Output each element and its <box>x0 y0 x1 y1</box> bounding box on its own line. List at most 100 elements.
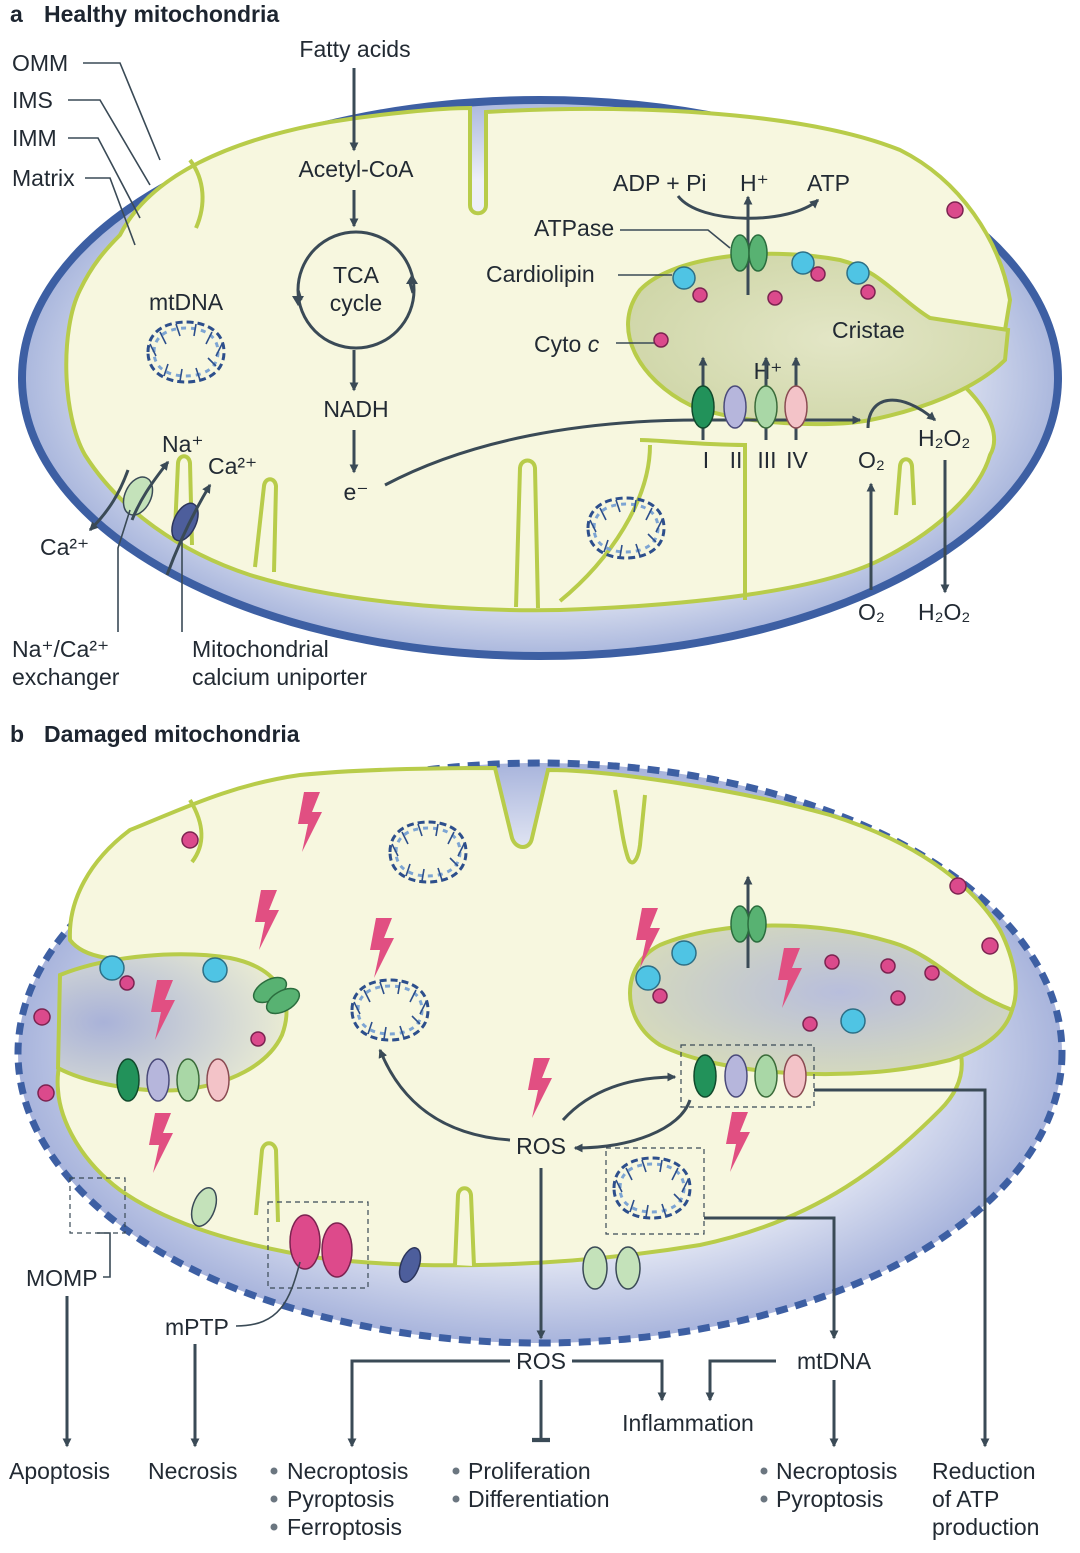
atpase-subunit <box>730 905 750 943</box>
omm-leader <box>83 62 161 161</box>
complex-1-label: I <box>703 447 709 473</box>
atpase-subunit <box>730 234 750 272</box>
imm-fold <box>613 789 647 865</box>
matrix-leader <box>85 177 136 246</box>
inhibited-outcome-list: Proliferation Differentiation <box>452 1458 610 1512</box>
complexes-to-atp-reduction-arrow <box>814 1088 990 1448</box>
mptp-pore <box>289 1214 321 1270</box>
ros-outcome-item: Ferroptosis <box>287 1514 402 1540</box>
complex-1 <box>691 385 715 429</box>
inhibited-outcome-item: Proliferation <box>468 1458 591 1484</box>
complex-3-label: III <box>757 447 776 473</box>
ims-label: IMS <box>12 87 53 113</box>
complex-1 <box>116 1058 140 1102</box>
na-influx-arrow <box>130 460 170 521</box>
atpase-subunit <box>747 905 767 943</box>
bullet <box>760 1495 768 1503</box>
atpase-label: ATPase <box>534 215 614 241</box>
bullet <box>452 1467 460 1475</box>
panel-a-title: Healthy mitochondria <box>44 1 279 27</box>
tca-label-line1: TCA <box>333 262 380 288</box>
crista-a <box>626 251 1011 427</box>
tca-arrowhead <box>406 274 418 284</box>
omm-label: OMM <box>12 50 68 76</box>
complex-1 <box>693 1054 717 1098</box>
cardiolipin-particle <box>791 251 815 275</box>
complex-3 <box>176 1058 200 1102</box>
cardiolipin-particle <box>840 1008 866 1034</box>
na-ca-exchanger <box>190 1187 218 1227</box>
ims-leader <box>68 99 151 186</box>
outcome-atp-line1: Reduction <box>932 1458 1036 1484</box>
calcium-uniporter <box>398 1247 422 1283</box>
complex-4 <box>783 1054 807 1098</box>
cyto-c-particle <box>250 1031 266 1047</box>
mptp-highlight-box <box>267 1201 369 1289</box>
ca-efflux-arrow <box>88 469 130 532</box>
complex-3 <box>754 1054 778 1098</box>
imm-label: IMM <box>12 125 57 151</box>
imm-fold <box>514 458 540 609</box>
complex-4 <box>784 385 808 429</box>
adp-pi-label: ADP + Pi <box>613 170 707 196</box>
cyto-c-particle <box>824 954 840 970</box>
mtdna-to-inflammation-arrow <box>705 1359 776 1402</box>
cyto-c-particle <box>692 287 708 303</box>
o2-out-label: O₂ <box>858 599 885 625</box>
exchanger-label-line2: exchanger <box>12 664 120 690</box>
calcium-uniporter <box>171 502 199 542</box>
cyto-c-particle <box>652 988 668 1004</box>
cyto-c-particle <box>119 975 135 991</box>
ros-lower-label: ROS <box>516 1348 566 1374</box>
inflammation-label: Inflammation <box>622 1410 754 1436</box>
complex-4 <box>206 1058 230 1102</box>
cardiolipin-particle <box>635 965 661 991</box>
atpase-subunit <box>748 234 768 272</box>
ros-outcome-item: Pyroptosis <box>287 1486 394 1512</box>
cyto-c-particle <box>767 290 783 306</box>
cyto-c-label-prefix: Cyto <box>534 331 588 357</box>
complex-4-label: IV <box>786 447 808 473</box>
mtdna-outcome-item: Pyroptosis <box>776 1486 883 1512</box>
imm-fold <box>558 444 652 603</box>
imm-leader <box>68 137 141 219</box>
mtdna-release-arrow <box>704 1216 839 1340</box>
mtdna-highlight-box <box>605 1147 705 1235</box>
na-label: Na⁺ <box>162 431 204 457</box>
electron-transport-arrow <box>384 415 862 487</box>
mtdna-lower-label: mtDNA <box>797 1348 872 1374</box>
imm-fold <box>894 457 916 516</box>
ros-center-label: ROS <box>516 1133 566 1159</box>
cardiolipin-label: Cardiolipin <box>486 261 595 287</box>
ros-to-mtdna-arrow <box>378 1048 511 1142</box>
cyto-c-particle <box>802 1016 818 1032</box>
outcome-apoptosis: Apoptosis <box>9 1458 110 1484</box>
cyto-c-particle <box>946 201 964 219</box>
imm-fold <box>453 1186 476 1267</box>
cyto-c-particle <box>981 937 999 955</box>
cardiolipin-particle <box>202 957 228 983</box>
bullet <box>270 1467 278 1475</box>
h2o2-out-label: H₂O₂ <box>918 599 970 625</box>
complex-2 <box>146 1058 170 1102</box>
imm-fold <box>639 438 747 600</box>
cristae-label: Cristae <box>832 317 905 343</box>
atpase-leader <box>620 229 731 249</box>
mtdna-label: mtDNA <box>149 289 224 315</box>
ca-in-label: Ca²⁺ <box>208 453 257 479</box>
panel-a-letter: a <box>10 1 23 27</box>
cyto-c-particle <box>860 284 876 300</box>
membrane-channel <box>615 1246 641 1290</box>
imm-fold <box>253 477 279 573</box>
inhibited-outcome-item: Differentiation <box>468 1486 610 1512</box>
outcome-necrosis: Necrosis <box>148 1458 237 1484</box>
panel-b: b Damaged mitochondria <box>9 721 1066 1540</box>
crista-b-right <box>628 923 1015 1077</box>
bullet <box>270 1495 278 1503</box>
cyto-c-particle <box>37 1084 55 1102</box>
cardiolipin-particle <box>672 266 696 290</box>
complex-2 <box>723 385 747 429</box>
complexes-to-ros-arrow <box>573 1099 692 1153</box>
mtdna-outcome-item: Necroptosis <box>776 1458 897 1484</box>
